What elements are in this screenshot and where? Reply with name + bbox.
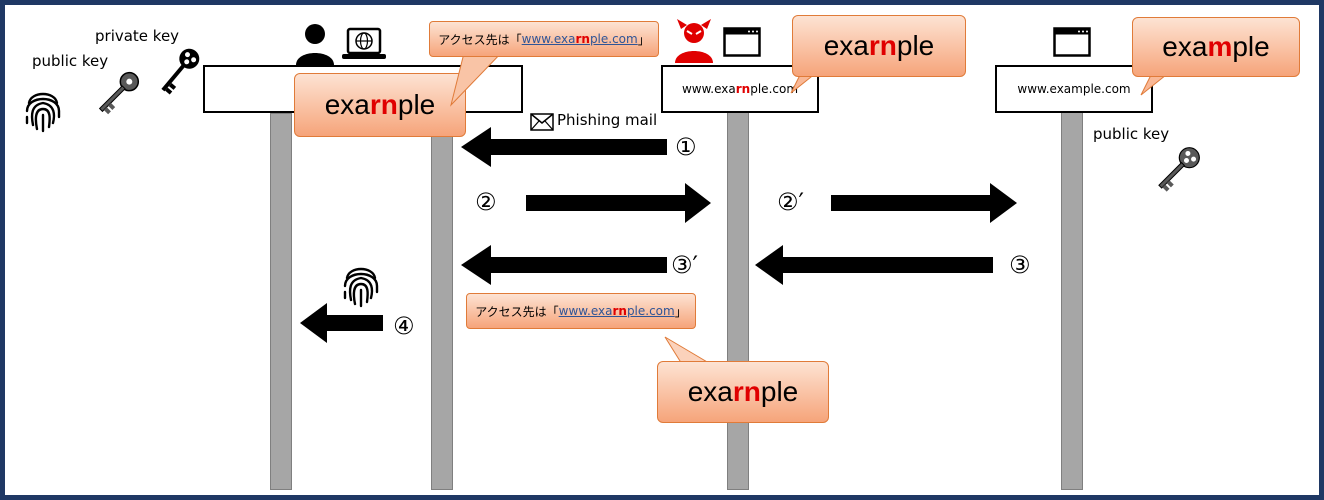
phishing-mail-label: Phishing mail [557, 111, 658, 129]
link-suffix: ple.com [626, 304, 675, 318]
callout-text-highlight: rn [732, 376, 761, 407]
private-key-label: private key [95, 27, 180, 45]
fingerprint-icon [343, 267, 379, 308]
callout-text-suffix: ple [1232, 31, 1270, 62]
callout-text-highlight: rn [369, 89, 398, 120]
fake-url-prefix: www.exa [681, 82, 736, 96]
devil-icon [675, 19, 713, 63]
step-2-prime: ②′ [777, 188, 804, 216]
mail-callout-pre: アクセス先は「 [438, 32, 522, 47]
public-key-label-right: public key [1093, 125, 1170, 143]
callout-text-suffix: ple [760, 376, 799, 407]
arrow-3 [755, 245, 993, 285]
arrow-2 [526, 183, 711, 223]
link-suffix: ple.com [589, 32, 638, 46]
fingerprint-icon [25, 92, 61, 133]
callout-text-prefix: exa [324, 89, 370, 120]
step-1: ① [675, 133, 697, 161]
arrow-1 [461, 127, 667, 167]
fake-url-suffix: ple.com [750, 82, 799, 96]
callout-text-suffix: ple [896, 30, 935, 61]
message-arrows [300, 127, 1017, 343]
callout-text-prefix: exa [823, 30, 869, 61]
callout-text-prefix: exa [687, 376, 733, 407]
mail-callout-pre: アクセス先は「 [475, 304, 559, 319]
mail-callout-pointer [450, 49, 506, 107]
callout-text-prefix: exa [1162, 31, 1208, 62]
browser-window-icon [723, 27, 761, 57]
mail-link-top[interactable]: www.exarnple.com [522, 32, 638, 46]
laptop-globe-icon [342, 27, 386, 59]
step-2: ② [475, 188, 497, 216]
step-4: ④ [393, 312, 415, 340]
step-3-prime: ③′ [671, 251, 698, 279]
arrow-3-prime [461, 245, 667, 285]
mail-callout-post: 」 [637, 32, 650, 47]
key-icon [98, 71, 140, 115]
key-icon [1158, 147, 1200, 192]
arrow-2-prime [831, 183, 1017, 223]
arrow-4 [300, 303, 383, 343]
mail-callout-post: 」 [674, 304, 687, 319]
real-url-box: www.example.com [995, 65, 1153, 113]
browser-window-icon [1053, 27, 1091, 57]
callout-text-highlight: rn [868, 30, 897, 61]
callout-text-highlight: m [1207, 31, 1233, 62]
lifeline-authenticator [270, 113, 292, 490]
envelope-icon [530, 113, 554, 131]
callout-text-suffix: ple [397, 89, 436, 120]
link-highlight: rn [612, 304, 627, 318]
step-3: ③ [1009, 251, 1031, 279]
real-url-text: www.example.com [1017, 82, 1131, 96]
public-key-label-left: public key [32, 52, 109, 70]
mail-callout-bottom: アクセス先は「www.exarnple.com」 [466, 293, 696, 329]
fake-url-highlight: rn [735, 82, 751, 96]
mail-callout-top: アクセス先は「www.exarnple.com」 [429, 21, 659, 57]
link-prefix: www.exa [558, 304, 613, 318]
key-icon [161, 48, 200, 95]
link-highlight: rn [575, 32, 590, 46]
user-icon [296, 24, 334, 65]
mail-link-bottom[interactable]: www.exarnple.com [559, 304, 675, 318]
link-prefix: www.exa [521, 32, 576, 46]
